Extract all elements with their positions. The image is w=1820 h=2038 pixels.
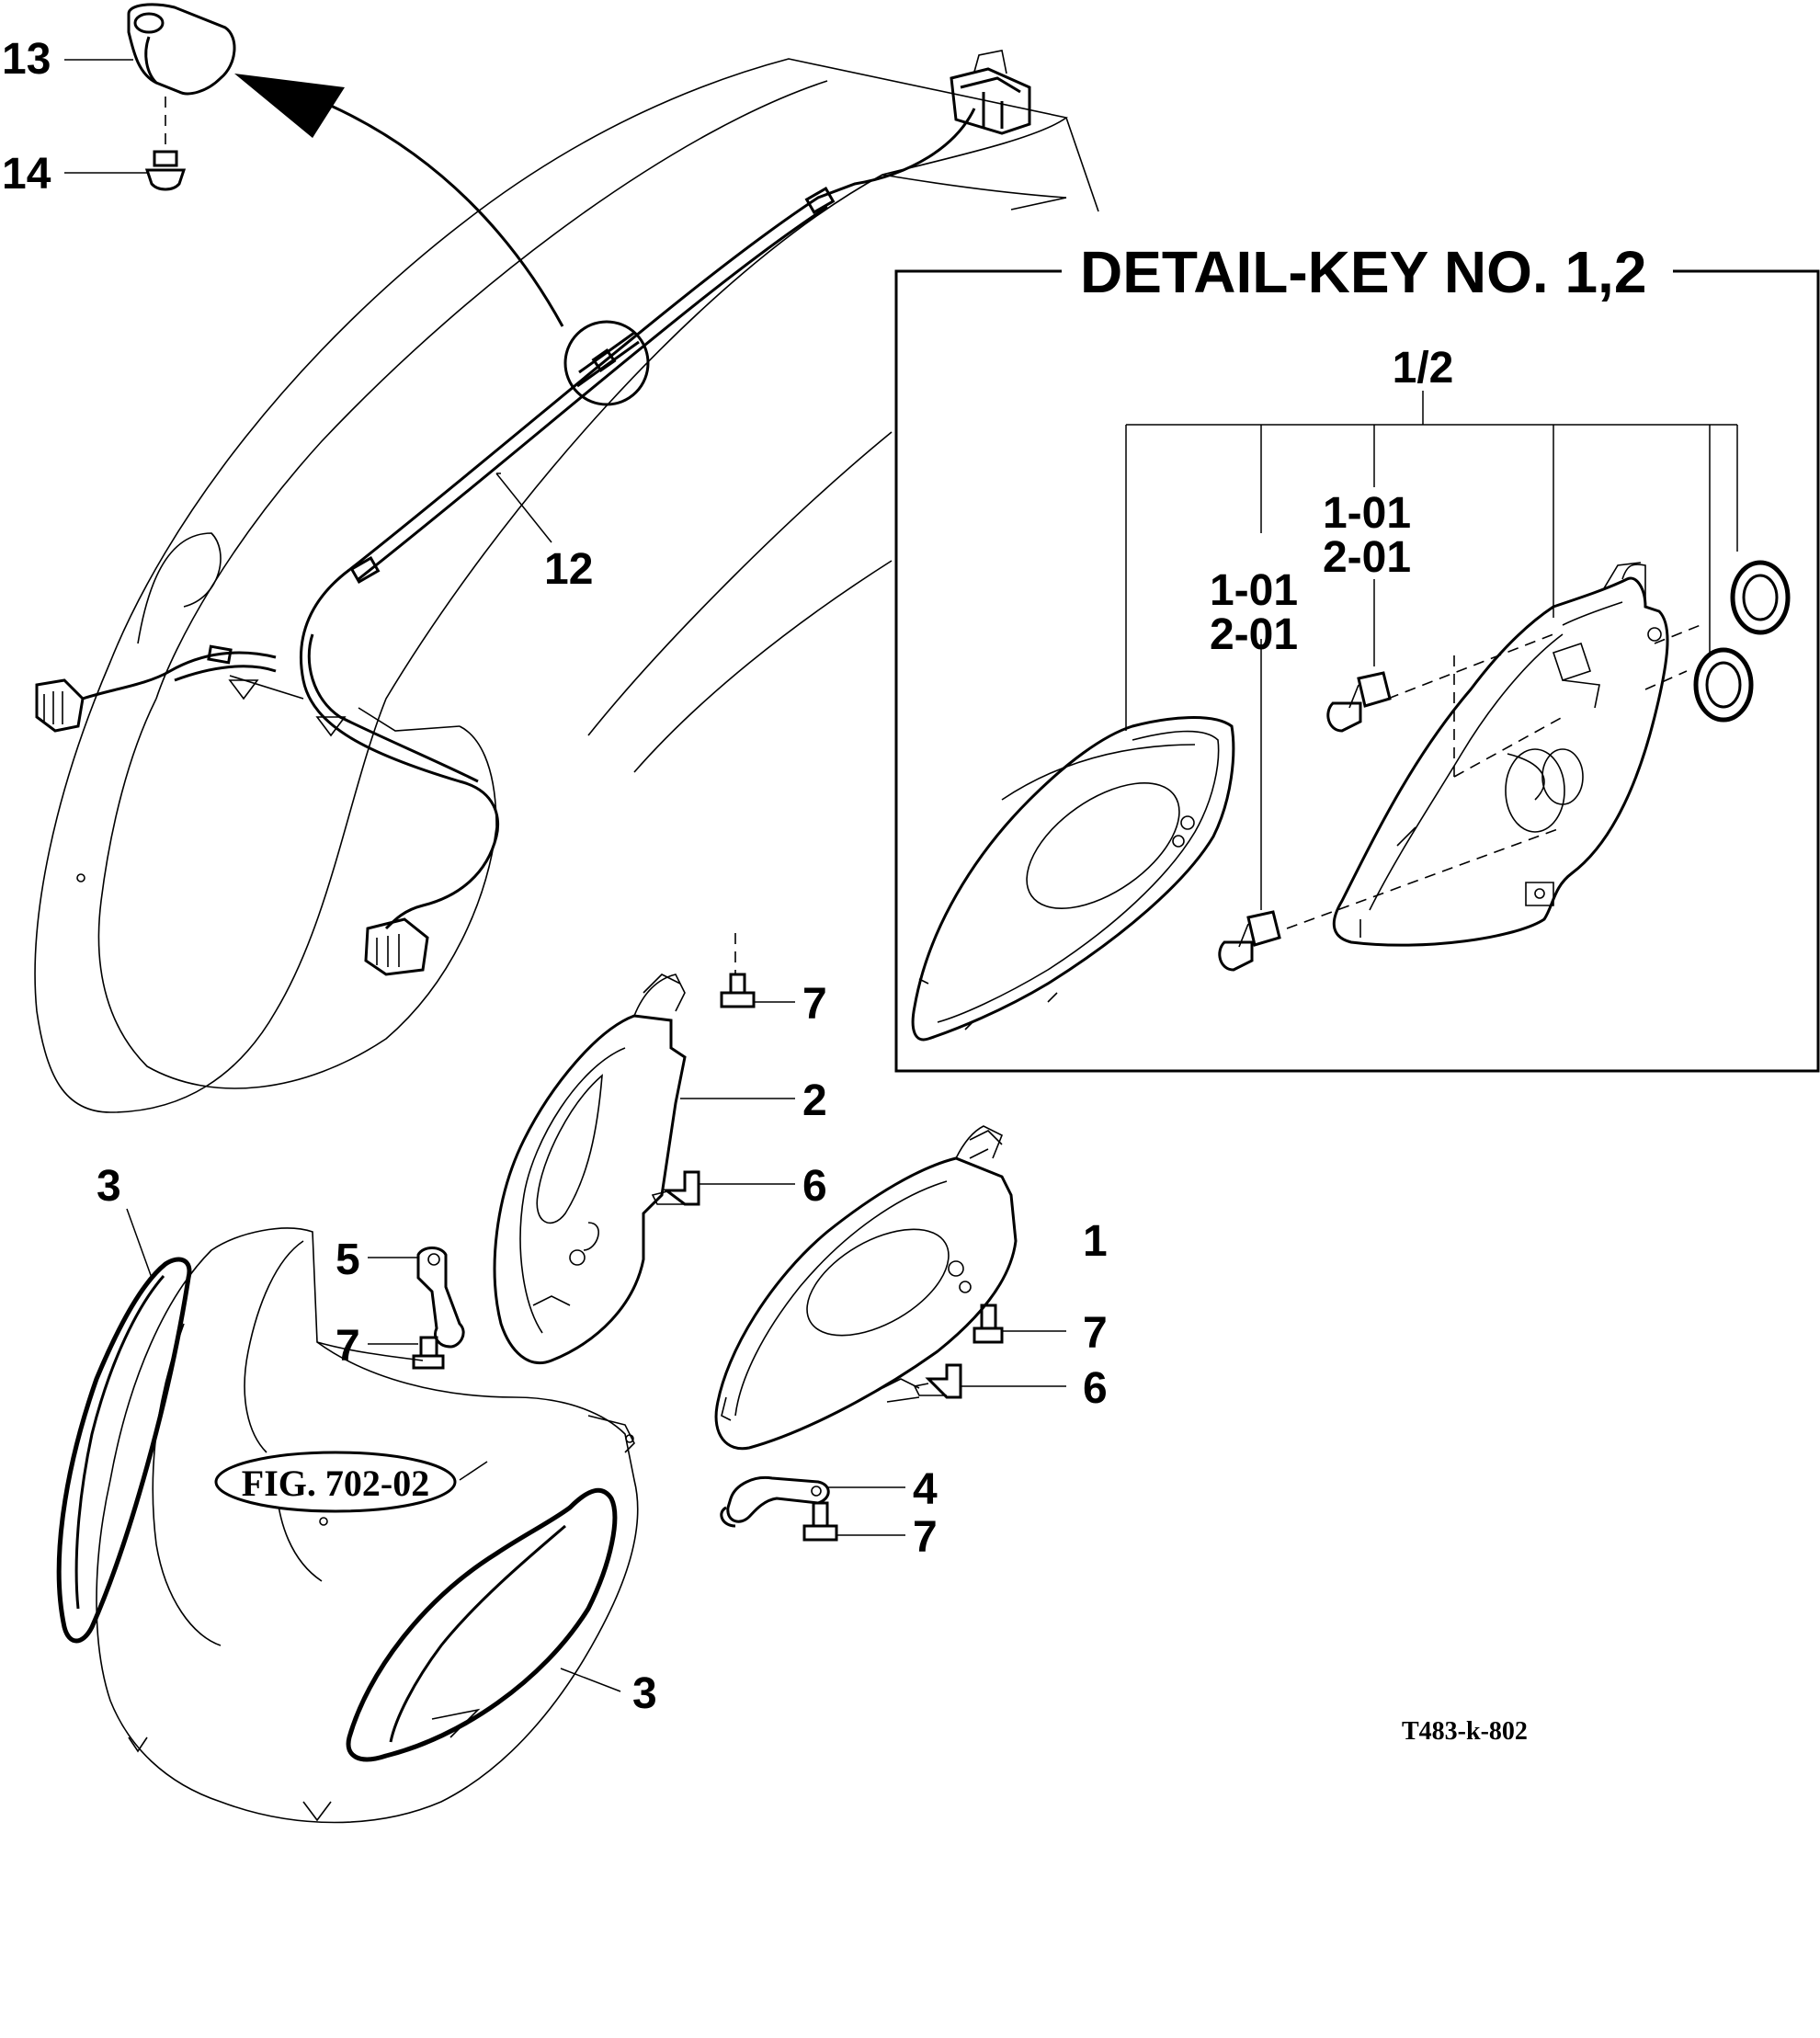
detail-housing (1332, 562, 1669, 947)
screw-right-6 (913, 1363, 962, 1399)
callout-6-lower: 6 (1083, 1364, 1108, 1413)
figure-reference-text: FIG. 702-02 (242, 1463, 429, 1504)
callout-4: 4 (913, 1465, 938, 1514)
front-fairing-outline (34, 58, 1099, 1113)
detail-cap-upper (1730, 560, 1791, 635)
bolt-upper-left (720, 973, 756, 1008)
headlight-left (493, 973, 687, 1365)
callout-7-left: 7 (336, 1322, 360, 1371)
clip-cover (127, 3, 236, 96)
bolt-left-7 (412, 1336, 445, 1370)
callout-12: 12 (544, 545, 593, 594)
callout-7-bottom: 7 (913, 1513, 938, 1562)
detail-bulb-label-lower-2: 2-01 (1210, 610, 1298, 659)
figure-reference-badge[interactable]: FIG. 702-02 (214, 1451, 457, 1513)
drawing-code: T483-k-802 (1402, 1717, 1528, 1746)
callout-5: 5 (336, 1235, 360, 1284)
wiring-harness (35, 50, 1031, 976)
callout-1: 1 (1083, 1217, 1108, 1266)
leader-lines (64, 59, 1066, 1692)
bolt-right-7b (802, 1501, 838, 1542)
rivet (144, 150, 187, 191)
lower-fairing (96, 1227, 639, 1824)
callout-13: 13 (2, 35, 51, 84)
detail-cap-lower (1693, 647, 1754, 723)
bolt-right-7a (973, 1304, 1004, 1344)
callout-3-left: 3 (97, 1162, 121, 1211)
callout-2: 2 (802, 1076, 827, 1125)
callout-3-right: 3 (632, 1669, 657, 1718)
detail-box (894, 269, 1820, 1073)
headlight-right (714, 1125, 1018, 1451)
detail-bulb-label-upper-2: 2-01 (1323, 533, 1411, 582)
detail-assembly-label: 1/2 (1393, 344, 1454, 393)
callout-14: 14 (2, 150, 51, 199)
bezel-ring-left (56, 1257, 192, 1644)
detail-lens (911, 716, 1235, 1042)
bracket-left (416, 1247, 465, 1349)
callout-7-right: 7 (1083, 1309, 1108, 1358)
detail-bulb-upper (1326, 671, 1392, 733)
bracket-right (720, 1475, 830, 1528)
bezel-ring-right (346, 1487, 618, 1762)
screw-left-6 (651, 1170, 700, 1206)
callout-7-upper: 7 (802, 980, 827, 1029)
callout-6-upper: 6 (802, 1162, 827, 1211)
detail-title: DETAIL-KEY NO. 1,2 (1080, 239, 1646, 305)
detail-bulb-lower (1218, 910, 1281, 972)
detail-bulb-label-upper-1: 1-01 (1323, 489, 1411, 538)
detail-bulb-label-lower-1: 1-01 (1210, 566, 1298, 615)
